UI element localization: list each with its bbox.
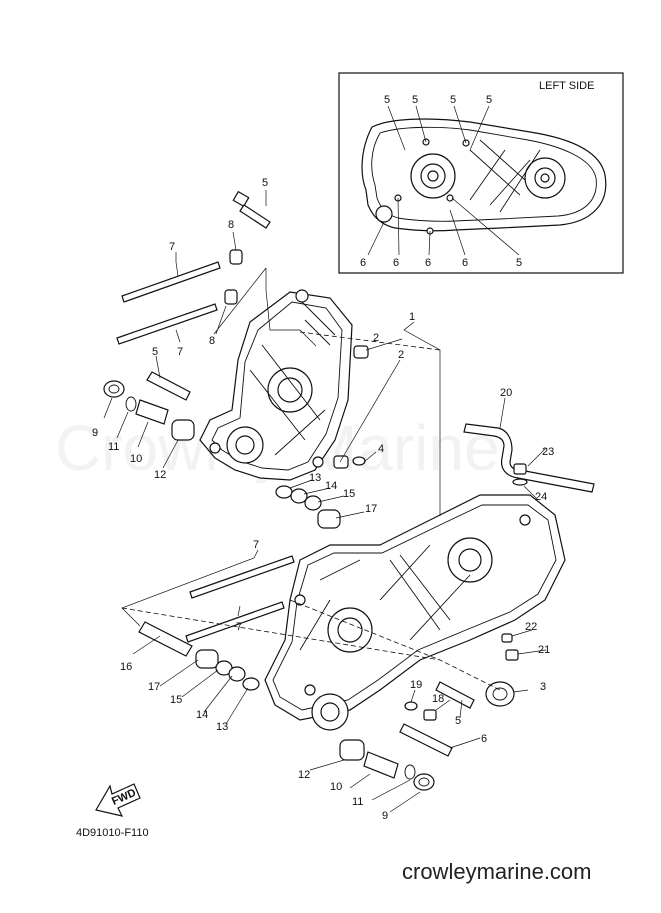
callout-11: 11 [352, 796, 363, 808]
washer-13 [275, 485, 293, 499]
callout-13: 13 [309, 472, 321, 484]
callout-5: 5 [152, 346, 158, 358]
washer-24 [512, 478, 528, 486]
washer-15 [304, 495, 322, 511]
bearing-17 [195, 649, 219, 669]
callout-18: 18 [432, 693, 444, 705]
callout-12: 12 [154, 469, 166, 481]
callout-15: 15 [170, 694, 182, 706]
bearing-17 [317, 509, 341, 529]
oil-seal-9 [103, 380, 125, 398]
callout-8: 8 [209, 335, 215, 347]
bolt-5-mid [146, 371, 191, 401]
dowel-pin-8 [229, 249, 243, 265]
stud-bolt-7 [116, 303, 218, 345]
bearing-12 [171, 419, 195, 441]
crankcase-left-half [199, 289, 353, 481]
inset-callout-5: 5 [384, 94, 390, 106]
callout-13: 13 [216, 721, 228, 733]
callout-1: 1 [409, 311, 415, 323]
forward-arrow-icon: FWD [95, 783, 141, 817]
oil-seal-9 [413, 773, 435, 791]
stud-bolt-7 [189, 555, 295, 599]
inset-callout-6: 6 [393, 257, 399, 269]
callout-11: 11 [108, 441, 119, 453]
dowel-pin-2 [333, 455, 349, 469]
callout-17: 17 [365, 503, 377, 515]
callout-19: 19 [410, 679, 422, 691]
circlip-11 [125, 396, 137, 412]
collar-10 [363, 751, 399, 779]
washer-19 [404, 701, 418, 711]
callout-14: 14 [196, 709, 208, 721]
callout-2: 2 [373, 332, 379, 344]
inset-callout-5: 5 [412, 94, 418, 106]
leader-lines [103, 190, 547, 813]
washer-14 [290, 488, 308, 504]
washer-13 [242, 677, 260, 691]
o-ring-4 [352, 456, 366, 466]
callout-14: 14 [325, 480, 337, 492]
inset-left-side: LEFT SIDE 5 5 5 5 5 6 6 6 6 [338, 72, 624, 274]
inset-callout-6: 6 [425, 257, 431, 269]
website-text: crowleymarine.com [402, 859, 592, 884]
callout-5: 5 [455, 715, 461, 727]
callout-2: 2 [398, 349, 404, 361]
crankcase-right-half [264, 494, 566, 731]
callout-5: 5 [262, 177, 268, 189]
callout-16: 16 [120, 661, 132, 673]
stud-bolt-7 [185, 601, 285, 643]
callout-20: 20 [500, 387, 512, 399]
callout-7: 7 [236, 621, 242, 633]
diagram-code: 4D91010-F110 [76, 827, 149, 839]
bolt-6-long [399, 723, 453, 757]
callout-9: 9 [382, 810, 388, 822]
inset-title: LEFT SIDE [539, 80, 594, 92]
collar-10 [135, 399, 169, 425]
callout-21: 21 [538, 644, 550, 656]
callout-6: 6 [481, 733, 487, 745]
inset-callout-6: 6 [360, 257, 366, 269]
stud-bolt-7 [121, 261, 221, 303]
shaft-16 [138, 621, 193, 657]
plug-18 [423, 709, 437, 721]
washer-14 [228, 666, 246, 682]
bolt-5-top [232, 190, 271, 229]
callout-22: 22 [525, 621, 537, 633]
bolt-21 [505, 649, 519, 661]
callout-23: 23 [542, 446, 554, 458]
hose-20 [463, 423, 595, 493]
assembly-line [121, 331, 501, 691]
callout-10: 10 [130, 453, 142, 465]
callout-8: 8 [228, 219, 234, 231]
inset-callout-5: 5 [450, 94, 456, 106]
callout-7: 7 [177, 346, 183, 358]
circlip-11 [404, 764, 416, 780]
callout-24: 24 [535, 491, 547, 503]
inset-crankcase-outline [361, 118, 607, 232]
callout-15: 15 [343, 488, 355, 500]
dowel-pin-2 [353, 345, 369, 359]
bearing-12 [339, 739, 365, 761]
bolt-22 [501, 633, 513, 643]
callout-3: 3 [540, 681, 546, 693]
callout-7: 7 [169, 241, 175, 253]
inset-callout-5: 5 [516, 257, 522, 269]
inset-callout-6: 6 [462, 257, 468, 269]
callout-12: 12 [298, 769, 310, 781]
bolt-23 [513, 463, 527, 475]
callout-9: 9 [92, 427, 98, 439]
callout-4: 4 [378, 443, 384, 455]
bolt-5-lower [435, 681, 475, 709]
callout-10: 10 [330, 781, 342, 793]
callout-7: 7 [253, 539, 259, 551]
callout-17: 17 [148, 681, 160, 693]
oil-seal-3 [485, 681, 515, 707]
inset-callout-5: 5 [486, 94, 492, 106]
dowel-pin-8 [224, 289, 238, 305]
